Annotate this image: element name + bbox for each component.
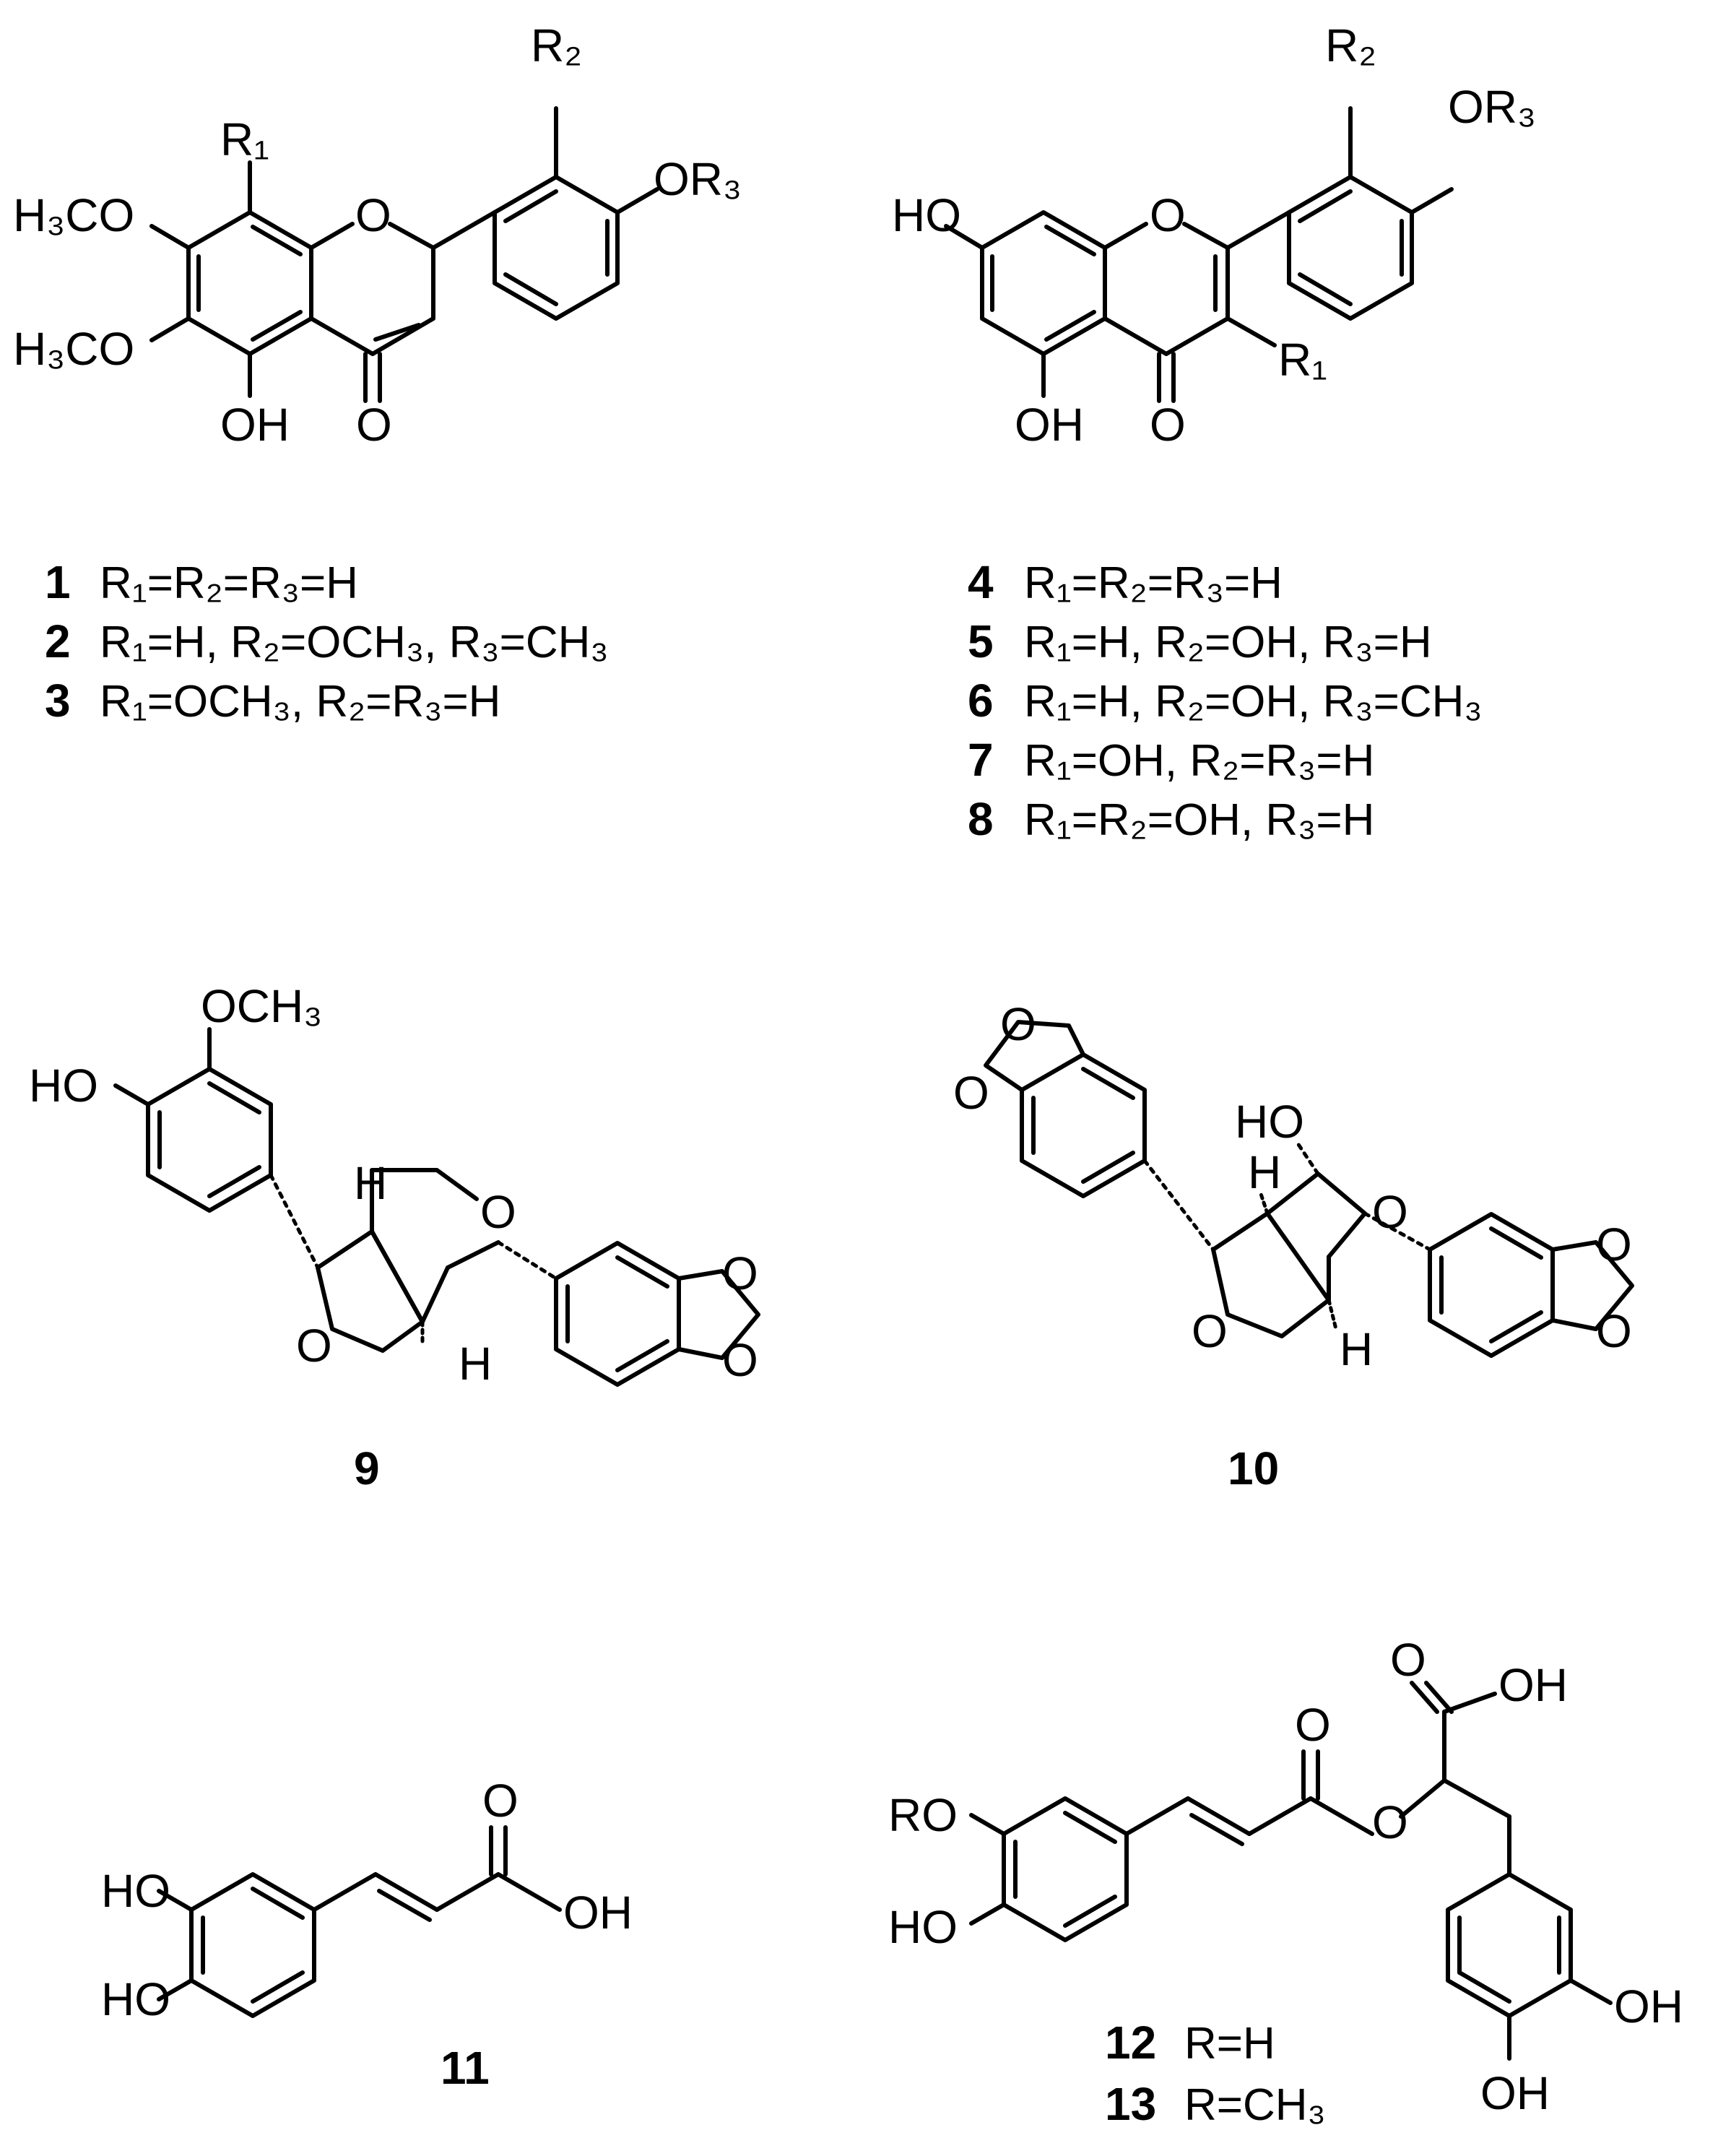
atom-O-carbonyl: O (356, 399, 392, 451)
legend-1-3: 1 R₁=R₂=R₃=H 2 R₁=H, R₂=OCH₃, R₃=CH₃ 3 R… (45, 556, 609, 727)
atom-H3CO-bottom: H₃CO (13, 323, 134, 375)
atom-R2: R₂ (1325, 20, 1376, 72)
atom-H-top: H (1248, 1146, 1281, 1198)
atom-O-dioxole-bottom: O (722, 1334, 758, 1386)
atom-O-ring-top: O (1372, 1186, 1408, 1238)
legend-4-8: 4 R₁=R₂=R₃=H 5 R₁=H, R₂=OH, R₃=H 6 R₁=H,… (968, 556, 1483, 845)
structure-10: O O HO H H O O O O 10 (953, 998, 1634, 1494)
compound-1-substituents: R₁=R₂=R₃=H (100, 558, 358, 608)
atom-O-dioxole-a: O (1000, 998, 1036, 1050)
atom-OH-meta: OH (1614, 1980, 1683, 2032)
compound-6-substituents: R₁=H, R₂=OH, R₃=CH₃ (1024, 677, 1483, 727)
atom-R1: R₁ (220, 113, 269, 165)
atom-O-ring-top: O (480, 1186, 516, 1238)
atom-O-dioxole-top: O (722, 1247, 758, 1299)
compound-number-9: 9 (354, 1442, 380, 1494)
atom-O-ring: O (355, 189, 391, 241)
atom-OCH3: OCH₃ (201, 980, 322, 1032)
compound-12-substituents: R=H (1184, 2019, 1275, 2069)
compound-number-2: 2 (45, 615, 71, 667)
atom-HO: HO (29, 1060, 98, 1112)
compound-number-7: 7 (968, 734, 994, 786)
structure-4-8: HO OH O O R₁ R₂ OR₃ (892, 20, 1536, 451)
atom-H-bottom: H (1340, 1323, 1373, 1375)
atom-O-carbonyl: O (1150, 399, 1186, 451)
atom-OR3: OR₃ (654, 153, 742, 205)
atom-H-top: H (354, 1157, 387, 1209)
compound-7-substituents: R₁=OH, R₂=R₃=H (1024, 736, 1374, 786)
structure-1-3: R₁ R₂ OR₃ H₃CO H₃CO OH O O (13, 20, 742, 451)
compound-8-substituents: R₁=R₂=OH, R₃=H (1024, 795, 1374, 845)
compound-number-8: 8 (968, 793, 994, 845)
structure-11: HO HO O OH 11 (101, 1775, 633, 2094)
compound-number-6: 6 (968, 675, 994, 727)
atom-O-ring-bottom: O (296, 1320, 332, 1372)
compound-number-10: 10 (1228, 1442, 1279, 1494)
compound-3-substituents: R₁=OCH₃, R₂=R₃=H (100, 677, 500, 727)
atom-O-ring: O (1150, 189, 1186, 241)
atom-O-ring-bottom: O (1192, 1305, 1228, 1357)
atom-OH: OH (1015, 399, 1084, 451)
atom-RO: RO (888, 1789, 958, 1841)
compound-number-5: 5 (968, 615, 994, 667)
atom-HO: HO (892, 189, 961, 241)
compound-number-1: 1 (45, 556, 71, 608)
atom-HO: HO (1235, 1096, 1304, 1148)
atom-O-dioxole-d: O (1596, 1305, 1632, 1357)
atom-O-ester-carbonyl: O (1295, 1699, 1331, 1751)
atom-O-acid: O (1390, 1634, 1426, 1686)
compound-2-substituents: R₁=H, R₂=OCH₃, R₃=CH₃ (100, 618, 609, 667)
atom-OH: OH (220, 399, 290, 451)
structure-12-13: RO HO O O O OH OH OH 12 R=H 13 R=CH₃ (888, 1634, 1683, 2130)
atom-OR3: OR₃ (1448, 81, 1536, 133)
compound-number-12: 12 (1105, 2017, 1156, 2069)
atom-R2: R₂ (531, 20, 582, 72)
atom-HO-bottom: HO (101, 1973, 170, 2025)
atom-HO-top: HO (101, 1865, 170, 1917)
compound-5-substituents: R₁=H, R₂=OH, R₃=H (1024, 618, 1432, 667)
compound-number-11: 11 (441, 2042, 490, 2094)
structure-9: OCH₃ HO H H O O O O 9 (29, 980, 760, 1494)
atom-O-dioxole-b: O (953, 1067, 989, 1119)
compound-number-4: 4 (968, 556, 994, 608)
atom-OH-para: OH (1480, 2067, 1550, 2119)
compound-13-substituents: R=CH₃ (1184, 2080, 1326, 2130)
atom-H-bottom: H (459, 1338, 492, 1390)
compound-number-3: 3 (45, 675, 71, 727)
atom-R1: R₁ (1278, 334, 1327, 386)
compound-number-13: 13 (1105, 2078, 1156, 2130)
compound-4-substituents: R₁=R₂=R₃=H (1024, 558, 1283, 608)
atom-HO: HO (888, 1901, 958, 1953)
atom-O-dioxole-c: O (1596, 1218, 1632, 1270)
atom-O-ester: O (1372, 1796, 1408, 1848)
atom-O-carbonyl: O (482, 1775, 519, 1827)
atom-OH-acid: OH (1498, 1659, 1568, 1711)
atom-OH-acid: OH (563, 1887, 633, 1939)
atom-H3CO-top: H₃CO (13, 189, 134, 241)
